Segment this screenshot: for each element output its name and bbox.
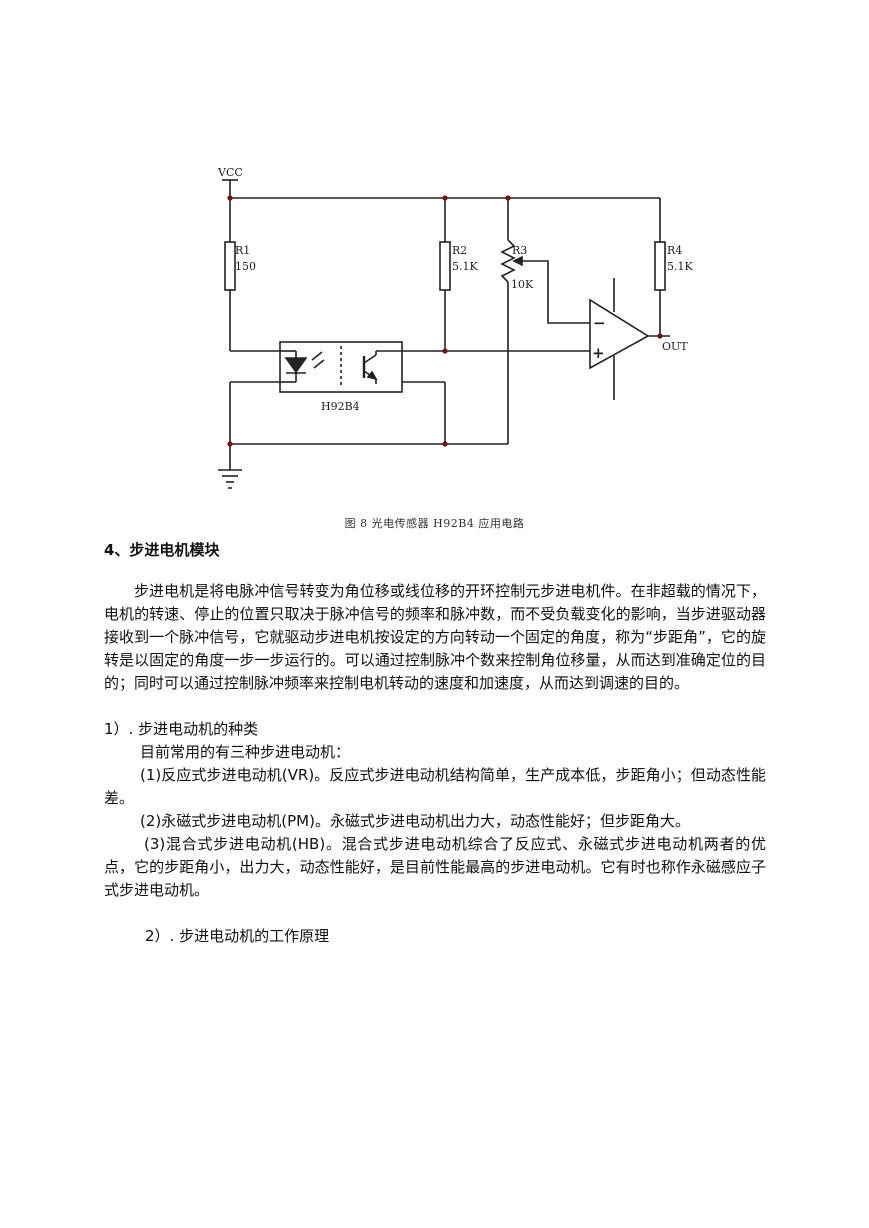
junction-dots — [227, 195, 663, 447]
ground-symbol — [218, 469, 242, 489]
circuit-diagram: VCC R1 150 R2 5.1K R3 10K R4 5.1K OUT H9… — [217, 166, 693, 489]
potentiometer-r3 — [500, 239, 516, 283]
section-heading: 4、步进电机模块 — [104, 541, 220, 559]
label-r1: R1 — [235, 244, 250, 257]
label-r3-value: 10K — [511, 278, 534, 291]
led-icon — [284, 357, 308, 374]
type-hb-paragraph: (3)混合式步进电动机(HB)。混合式步进电动机综合了反应式、永磁式步进电动机两… — [104, 835, 766, 899]
label-r2: R2 — [452, 244, 467, 257]
resistor-r2 — [439, 241, 451, 291]
label-r2-value: 5.1K — [452, 260, 478, 273]
subsection-1-title: 1）. 步进电动机的种类 — [104, 720, 259, 738]
resistor-r1 — [224, 241, 236, 291]
resistor-r4 — [654, 241, 666, 291]
label-minus: − — [593, 314, 606, 332]
circuit-figure: VCC R1 150 R2 5.1K R3 10K R4 5.1K OUT H9… — [200, 160, 700, 500]
label-r4-value: 5.1K — [667, 260, 693, 273]
label-r1-value: 150 — [235, 260, 256, 273]
label-r4: R4 — [667, 244, 682, 257]
optocoupler-h92b4 — [279, 341, 403, 393]
label-plus: + — [592, 344, 605, 362]
type-pm-paragraph: (2)永磁式步进电动机(PM)。永磁式步进电动机出力大，动态性能好；但步距角大。 — [140, 812, 690, 830]
op-amp — [589, 298, 650, 370]
subsection-1-intro: 目前常用的有三种步进电动机： — [140, 743, 351, 761]
label-sensor: H92B4 — [321, 400, 360, 413]
label-vcc: VCC — [217, 166, 243, 179]
label-r3: R3 — [512, 244, 527, 257]
subsection-2-title: 2）. 步进电动机的工作原理 — [145, 927, 330, 945]
label-out: OUT — [662, 340, 688, 353]
type-vr-paragraph: (1)反应式步进电动机(VR)。反应式步进电动机结构简单，生产成本低，步距角小；… — [104, 766, 766, 807]
intro-paragraph: 步进电机是将电脉冲信号转变为角位移或线位移的开环控制元步进电机件。在非超载的情况… — [104, 582, 766, 692]
figure-caption: 图 8 光电传感器 H92B4 应用电路 — [344, 517, 525, 530]
